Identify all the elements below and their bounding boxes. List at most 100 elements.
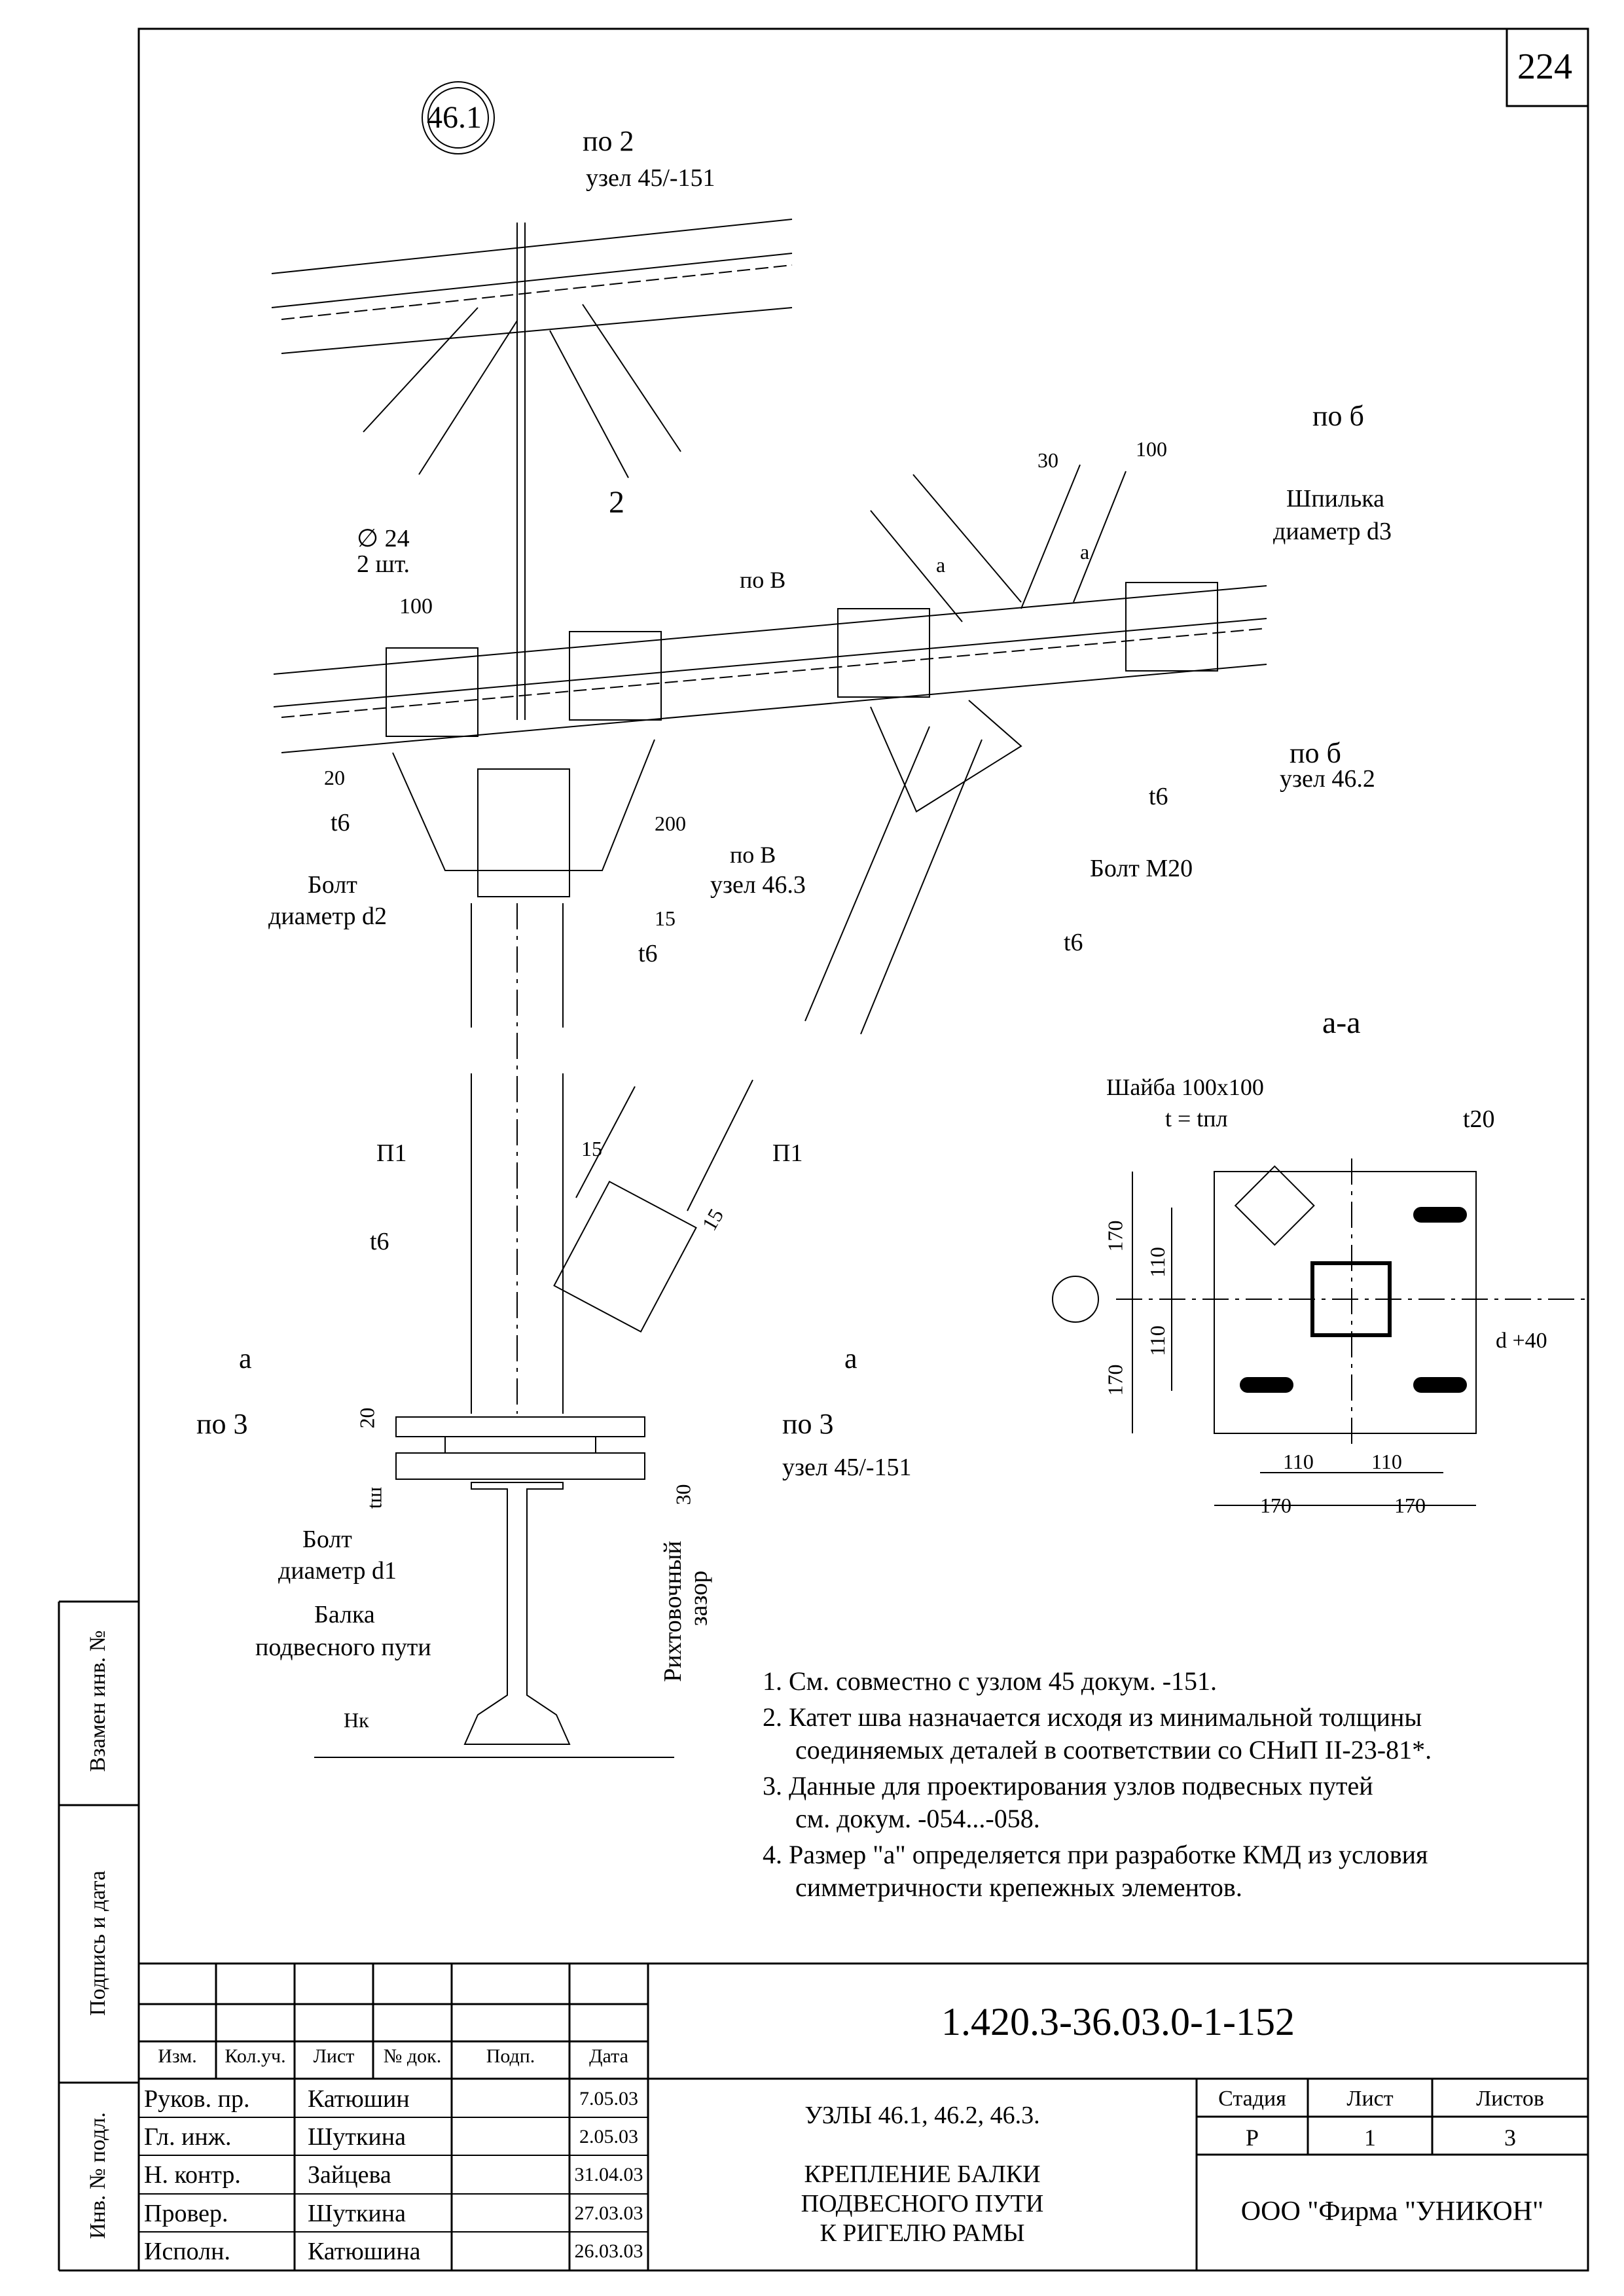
- label-t20: t20: [1463, 1105, 1495, 1133]
- name-5: Катюшина: [308, 2238, 421, 2265]
- role-1: Руков. пр.: [144, 2085, 250, 2113]
- company: ООО "Фирма "УНИКОН": [1240, 2197, 1544, 2227]
- hdr-podp: Подп.: [486, 2045, 535, 2067]
- doc-code: 1.420.3-36.03.0-1-152: [941, 2000, 1295, 2043]
- date-1: 7.05.03: [579, 2088, 638, 2109]
- label-s110-v2: 110: [1145, 1325, 1169, 1356]
- label-shpilka-1: Шпилька: [1286, 485, 1385, 512]
- label-shpilka-2: диаметр d3: [1273, 518, 1392, 545]
- label-uzel-46-2: узел 46.2: [1280, 765, 1375, 793]
- label-po3-right: по 3: [782, 1408, 834, 1440]
- hdr-kol: Кол.уч.: [225, 2045, 286, 2067]
- label-poV-2: по B: [730, 842, 776, 868]
- label-rikht-2: зазор: [685, 1570, 713, 1626]
- label-P1-left: П1: [376, 1139, 407, 1167]
- drawing-frame: [137, 27, 1589, 2272]
- name-1: Катюшин: [308, 2085, 410, 2113]
- label-a2: а: [1080, 540, 1090, 564]
- label-d40: d +40: [1496, 1329, 1547, 1353]
- note-1: 1. См. совместно с узлом 45 докум. -151.: [763, 1666, 1218, 1696]
- date-5: 26.03.03: [574, 2240, 643, 2262]
- label-s110-v1: 110: [1145, 1247, 1169, 1278]
- label-uzel-45-151-bot: узел 45/-151: [782, 1454, 912, 1481]
- desc-line-2: ПОДВЕСНОГО ПУТИ: [801, 2190, 1044, 2217]
- label-pob-bot: по б: [1290, 737, 1341, 769]
- label-t6-mid: t6: [638, 940, 658, 967]
- label-pob-top: по б: [1312, 400, 1364, 432]
- date-4: 27.03.03: [574, 2202, 643, 2224]
- label-s170-v2: 170: [1103, 1364, 1127, 1396]
- label-Hk: Hк: [344, 1708, 369, 1732]
- role-5: Исполн.: [144, 2238, 230, 2265]
- stage-value: Р: [1245, 2125, 1259, 2151]
- label-bolt-d1-2: диаметр d1: [278, 1557, 397, 1585]
- label-dim20-left: 20: [324, 766, 345, 789]
- role-4: Провер.: [144, 2200, 228, 2227]
- label-s110-h1: 110: [1283, 1450, 1314, 1473]
- label-s110-h2: 110: [1371, 1450, 1402, 1473]
- sheets-value: 3: [1504, 2125, 1516, 2151]
- label-tsh: tш: [362, 1486, 386, 1509]
- sheet-number: 224: [1517, 46, 1572, 87]
- sheet-number-box: [1506, 27, 1589, 107]
- label-a-right: а: [844, 1342, 857, 1374]
- label-a-left: а: [239, 1342, 252, 1374]
- label-dim100-left: 100: [399, 594, 433, 619]
- note-4: 4. Размер "а" определяется при разработк…: [763, 1840, 1428, 1869]
- label-bolt-d2-2: диаметр d2: [268, 903, 388, 930]
- label-diam24: ∅ 24: [357, 525, 410, 552]
- label-uzel-46-3: узел 46.3: [710, 871, 806, 899]
- nodes-title: УЗЛЫ 46.1, 46.2, 46.3.: [804, 2102, 1040, 2129]
- label-P1-right: П1: [772, 1139, 803, 1167]
- label-dim20-low: 20: [355, 1407, 379, 1429]
- hdr-data: Дата: [589, 2045, 628, 2067]
- hdr-ndok: № док.: [383, 2045, 442, 2067]
- label-dim100-top: 100: [1136, 437, 1167, 461]
- desc-line-3: К РИГЕЛЮ РАМЫ: [820, 2219, 1025, 2247]
- side-label-inv: Инв. № подл.: [86, 2112, 110, 2239]
- label-uzel-45-151-top: узел 45/-151: [586, 164, 715, 192]
- label-dim15-b: 15: [581, 1137, 602, 1160]
- label-t6-low: t6: [370, 1228, 389, 1255]
- side-label-vzamen: Взамен инв. №: [86, 1630, 110, 1772]
- label-shaiba-1: Шайба 100х100: [1106, 1074, 1264, 1100]
- note-3-cont: см. докум. -054...-058.: [795, 1804, 1040, 1833]
- label-dim200: 200: [655, 812, 686, 835]
- section-a-a-drawing: [1052, 1158, 1591, 1506]
- label-a1: а: [936, 553, 946, 577]
- name-3: Зайцева: [308, 2161, 391, 2189]
- label-t6-left: t6: [331, 809, 350, 836]
- label-two-pcs: 2 шт.: [357, 550, 410, 578]
- label-po3-left: по 3: [196, 1408, 248, 1440]
- label-balka-1: Балка: [314, 1601, 375, 1628]
- role-3: Н. контр.: [144, 2161, 241, 2189]
- label-bolt-d1-1: Болт: [302, 1526, 352, 1553]
- label-bolt-d2-1: Болт: [308, 871, 357, 899]
- sheet-value: 1: [1364, 2125, 1376, 2151]
- label-section2: 2: [609, 485, 624, 520]
- name-2: Шуткина: [308, 2123, 406, 2151]
- label-dim30-low: 30: [671, 1484, 695, 1505]
- side-label-podpis: Подпись и дата: [86, 1871, 110, 2016]
- sheets-label: Листов: [1476, 2087, 1544, 2111]
- label-dim30: 30: [1038, 448, 1058, 472]
- hdr-list: Лист: [313, 2045, 355, 2067]
- date-3: 31.04.03: [574, 2164, 643, 2185]
- label-balka-2: подвесного пути: [255, 1634, 431, 1661]
- label-po2: по 2: [583, 125, 634, 157]
- note-4-cont: симметричности крепежных элементов.: [795, 1873, 1242, 1902]
- label-t6-right1: t6: [1149, 783, 1168, 810]
- label-shaiba-2: t = tпл: [1165, 1105, 1228, 1132]
- role-2: Гл. инж.: [144, 2123, 232, 2151]
- sheet-label: Лист: [1346, 2087, 1394, 2111]
- node-46-1-drawing: [271, 81, 1267, 1758]
- desc-line-1: КРЕПЛЕНИЕ БАЛКИ: [804, 2161, 1041, 2188]
- label-s170-h2: 170: [1394, 1494, 1426, 1517]
- hdr-izm: Изм.: [158, 2045, 197, 2067]
- label-rikht-1: Рихтовочный: [659, 1541, 687, 1682]
- label-section-aa: а-а: [1322, 1005, 1361, 1040]
- date-2: 2.05.03: [579, 2126, 638, 2147]
- node-mark: 46.1: [427, 100, 482, 135]
- label-dim15-a: 15: [655, 906, 676, 930]
